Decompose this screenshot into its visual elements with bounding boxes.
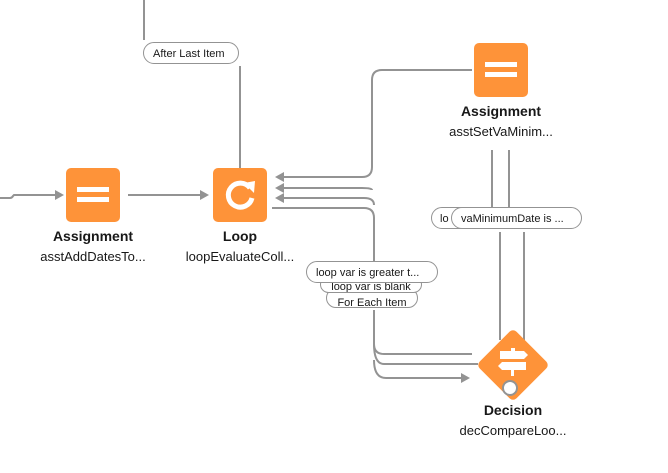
connector-label-loop-var-greater[interactable]: loop var is greater t... [306, 261, 438, 283]
loop-node-title: Loop [222, 228, 258, 244]
decision-node-shape[interactable] [476, 328, 550, 402]
connector-loop-return-1[interactable] [275, 183, 373, 193]
connector-label-after-last-item[interactable]: After Last Item [143, 42, 239, 64]
decision-connector-handle[interactable] [502, 380, 518, 396]
connector-decision-to-assignment-a[interactable] [491, 150, 501, 340]
decision-node-title: Decision [483, 402, 543, 418]
assignment-node-title: Assignment [460, 103, 542, 119]
equals-icon [77, 187, 109, 202]
assignment-node-label: asstSetVaMinim... [449, 124, 553, 139]
connector-loop-out[interactable] [272, 207, 375, 262]
connector-label-va-minimum-date[interactable]: vaMinimumDate is ... [451, 207, 582, 229]
connector-decision-to-assignment-b[interactable] [508, 150, 525, 340]
loop-refresh-icon [225, 180, 255, 210]
connector-incoming[interactable] [0, 190, 64, 200]
decision-node-label: decCompareLoo... [459, 423, 567, 438]
assignment-node-icon[interactable] [66, 168, 120, 222]
assignment-node-icon[interactable] [474, 43, 528, 97]
connector-for-each-item[interactable] [373, 359, 470, 383]
assignment-node-label: asstAddDatesTo... [40, 249, 146, 264]
loop-node-icon[interactable] [213, 168, 267, 222]
connector-assignment-return[interactable] [275, 69, 472, 182]
assignment-node-title: Assignment [52, 228, 134, 244]
signpost-icon [498, 348, 528, 376]
connector-loop-return-2[interactable] [275, 193, 375, 206]
connector-after-last-item[interactable] [143, 0, 241, 168]
loop-node-label: loopEvaluateColl... [185, 249, 295, 264]
equals-icon [485, 62, 517, 77]
